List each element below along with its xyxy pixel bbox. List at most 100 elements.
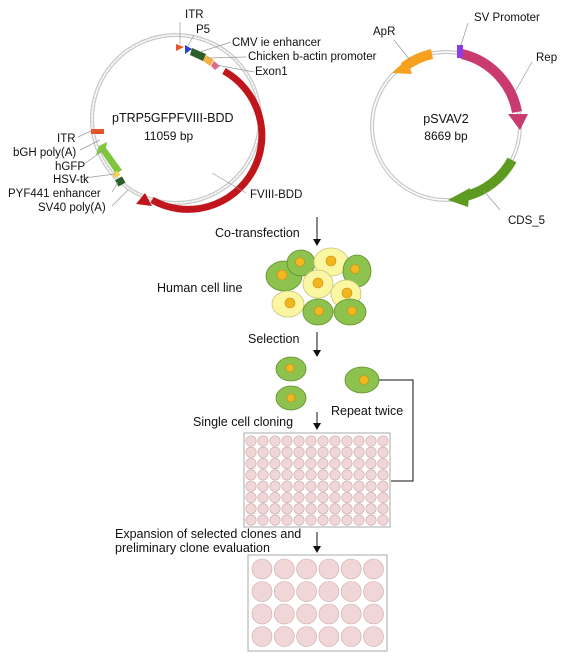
plate-well <box>281 491 293 503</box>
plate-well <box>257 491 269 503</box>
itr-top-marker <box>176 44 184 51</box>
plate-well <box>269 469 281 481</box>
plate-well <box>245 514 257 526</box>
plate-well <box>245 480 257 492</box>
plate-well <box>365 514 377 526</box>
plate-well <box>365 469 377 481</box>
plate-well <box>340 581 362 602</box>
p5-marker <box>185 45 192 54</box>
plate-well <box>269 491 281 503</box>
plate-well <box>318 558 340 580</box>
pyf441-marker <box>115 176 126 187</box>
label-sv40-polya: SV40 poly(A) <box>38 202 106 214</box>
label-itr-top: ITR <box>185 9 204 21</box>
label-hgfp: hGFP <box>55 161 86 173</box>
plate-well <box>353 435 365 447</box>
plate-well <box>317 514 329 526</box>
plate-well <box>317 458 329 470</box>
plate-well <box>377 491 389 503</box>
plate-well <box>365 458 377 470</box>
plate-well <box>340 603 362 625</box>
plate-well <box>341 458 353 470</box>
plate-well <box>317 435 329 447</box>
plate-well <box>269 435 281 447</box>
plate-96-wells <box>245 435 389 526</box>
plate-well <box>251 603 273 625</box>
plate-well <box>281 514 293 526</box>
plate-well <box>257 514 269 526</box>
plate-well <box>269 458 281 470</box>
plate-well <box>305 435 317 447</box>
plate-well <box>251 558 273 580</box>
plate-well <box>318 581 340 602</box>
plate-well <box>251 626 273 647</box>
rep-arc <box>460 49 522 114</box>
plate-well <box>273 626 295 647</box>
plate-well <box>377 435 389 447</box>
plate-well <box>317 480 329 492</box>
itr-left-marker <box>91 129 104 134</box>
plate-well <box>353 458 365 470</box>
step-selection: Selection <box>248 332 300 346</box>
plate-well <box>365 446 377 458</box>
human-cell-cluster <box>265 247 372 326</box>
well-plate-96 <box>243 432 391 528</box>
plate-well <box>296 558 317 580</box>
plate-well <box>305 491 317 503</box>
plate-well <box>329 458 341 470</box>
plate-well <box>269 480 281 492</box>
plate-well <box>341 503 353 515</box>
fviii-bdd-arrowhead <box>136 193 152 206</box>
cds5-arrowhead <box>448 188 470 207</box>
plate-well <box>329 480 341 492</box>
plate-well <box>341 435 353 447</box>
plate-well <box>329 491 341 503</box>
plate-well <box>257 446 269 458</box>
plate-well <box>273 603 295 625</box>
cds5-arc <box>464 157 517 201</box>
plate-well <box>245 491 257 503</box>
plate-24-wells <box>251 558 384 647</box>
cell <box>302 298 334 326</box>
plate-well <box>296 581 317 602</box>
plate-well <box>329 446 341 458</box>
plate-well <box>273 558 295 580</box>
plate-well <box>377 480 389 492</box>
selected-cells <box>275 356 380 411</box>
plate-well <box>317 503 329 515</box>
plate-well <box>363 558 384 580</box>
label-fviii-bdd: FVIII-BDD <box>250 189 303 201</box>
plate-well <box>363 603 384 625</box>
chicken-actin-marker <box>203 55 214 66</box>
cell <box>275 356 307 382</box>
cell <box>313 247 349 277</box>
plate-well <box>318 603 340 625</box>
plate-well <box>353 469 365 481</box>
plate-well <box>245 469 257 481</box>
plate-well <box>317 491 329 503</box>
plate-well <box>365 435 377 447</box>
plate-well <box>329 435 341 447</box>
cell <box>271 290 305 318</box>
plate-well <box>245 435 257 447</box>
plate-well <box>269 446 281 458</box>
label-chicken-actin: Chicken b-actin promoter <box>248 51 377 63</box>
plate-well <box>341 446 353 458</box>
plate-well <box>317 446 329 458</box>
plate-well <box>365 480 377 492</box>
plate-well <box>365 503 377 515</box>
plate-well <box>257 435 269 447</box>
plate-well <box>377 514 389 526</box>
plate-well <box>363 581 384 602</box>
plasmid-2-name: pSVAV2 <box>423 112 469 126</box>
cell <box>302 269 334 299</box>
plate-well <box>353 514 365 526</box>
plate-well <box>293 446 305 458</box>
label-hsvtk: HSV-tk <box>53 174 89 186</box>
plate-well <box>296 603 317 625</box>
plate-well <box>305 480 317 492</box>
plate-well <box>341 491 353 503</box>
plate-well <box>305 469 317 481</box>
plate-well <box>293 480 305 492</box>
